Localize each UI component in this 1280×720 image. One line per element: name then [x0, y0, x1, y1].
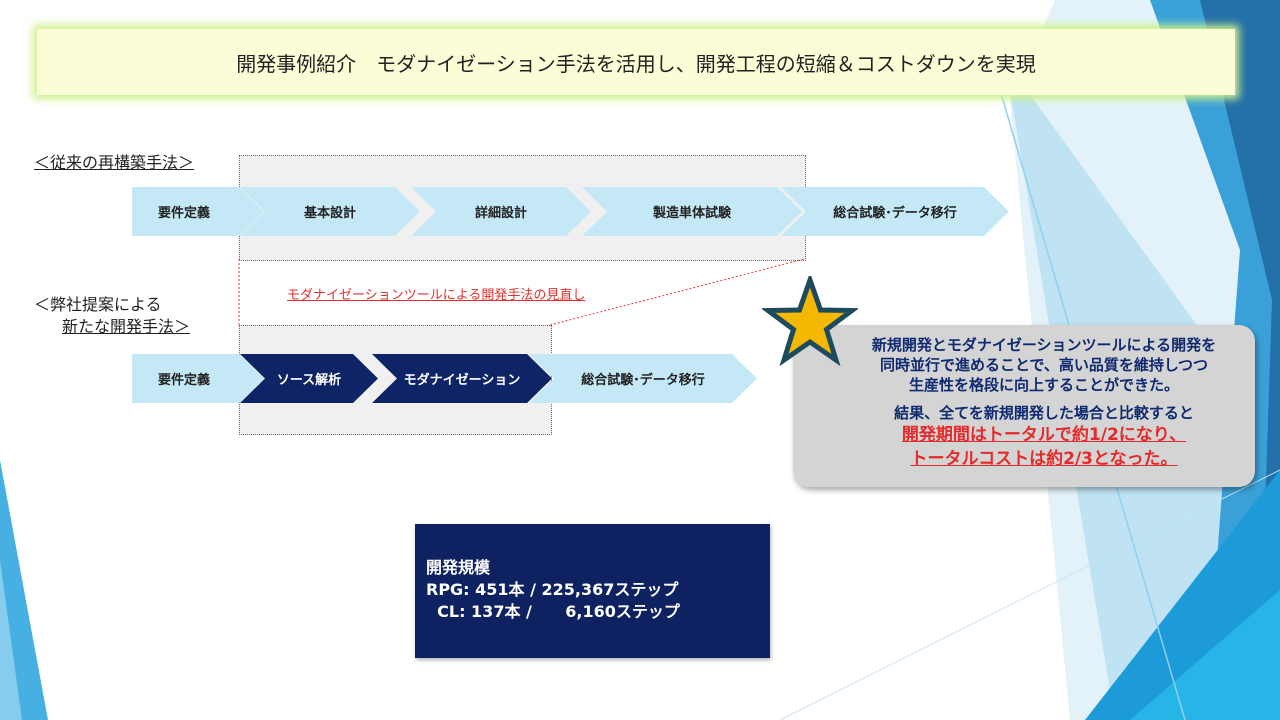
proposed-step-requirements: 要件定義: [132, 354, 264, 403]
development-scale-box: 開発規模 RPG: 451本 / 225,367ステップ CL: 137本 / …: [415, 524, 770, 658]
scale-title: 開発規模: [426, 558, 491, 577]
conventional-step-basic-design: 基本設計: [240, 187, 420, 236]
callout-line: 生産性を格段に向上することができた。: [908, 376, 1179, 394]
callout-highlight-period: 開発期間はトータルで約1/2になり、: [901, 425, 1187, 445]
callout-line: 結果、全てを新規開発した場合と比較すると: [894, 404, 1194, 422]
callout-line: 同時並行で進めることで、高い品質を維持しつつ: [879, 356, 1209, 374]
callout-line: 新規開発とモダナイゼーションツールによる開発を: [871, 336, 1217, 354]
conventional-step-integration-migration: 総合試験･データ移行: [781, 187, 1009, 236]
page-title: 開発事例紹介 モダナイゼーション手法を活用し、開発工程の短縮＆コストダウンを実現: [37, 29, 1235, 95]
conventional-step-manufacturing-test: 製造単体試験: [582, 187, 802, 236]
proposed-label: ＜弊社提案による 新たな開発手法＞: [34, 295, 191, 336]
callout-highlight-cost: トータルコストは約2/3となった。: [910, 449, 1178, 469]
scale-cl: CL: 137本 / 6,160ステップ: [426, 602, 680, 621]
result-callout: 新規開発とモダナイゼーションツールによる開発を 同時並行で進めることで、高い品質…: [793, 325, 1255, 487]
proposed-step-integration-migration: 総合試験･データ移行: [529, 354, 757, 403]
star-icon: [762, 276, 858, 367]
conventional-label: ＜従来の再構築手法＞: [34, 153, 195, 172]
proposed-process-flow: 要件定義 ソース解析 モダナイゼーション 総合試験･データ移行: [132, 354, 772, 403]
conventional-step-requirements: 要件定義: [132, 187, 264, 236]
conventional-process-flow: 要件定義 基本設計 詳細設計 製造単体試験 総合試験･データ移行: [132, 187, 1012, 236]
conventional-step-detail-design: 詳細設計: [411, 187, 591, 236]
proposed-step-modernization: モダナイゼーション: [372, 354, 552, 403]
scale-rpg: RPG: 451本 / 225,367ステップ: [426, 580, 679, 599]
modernization-review-note: モダナイゼーションツールによる開発手法の見直し: [287, 288, 586, 303]
